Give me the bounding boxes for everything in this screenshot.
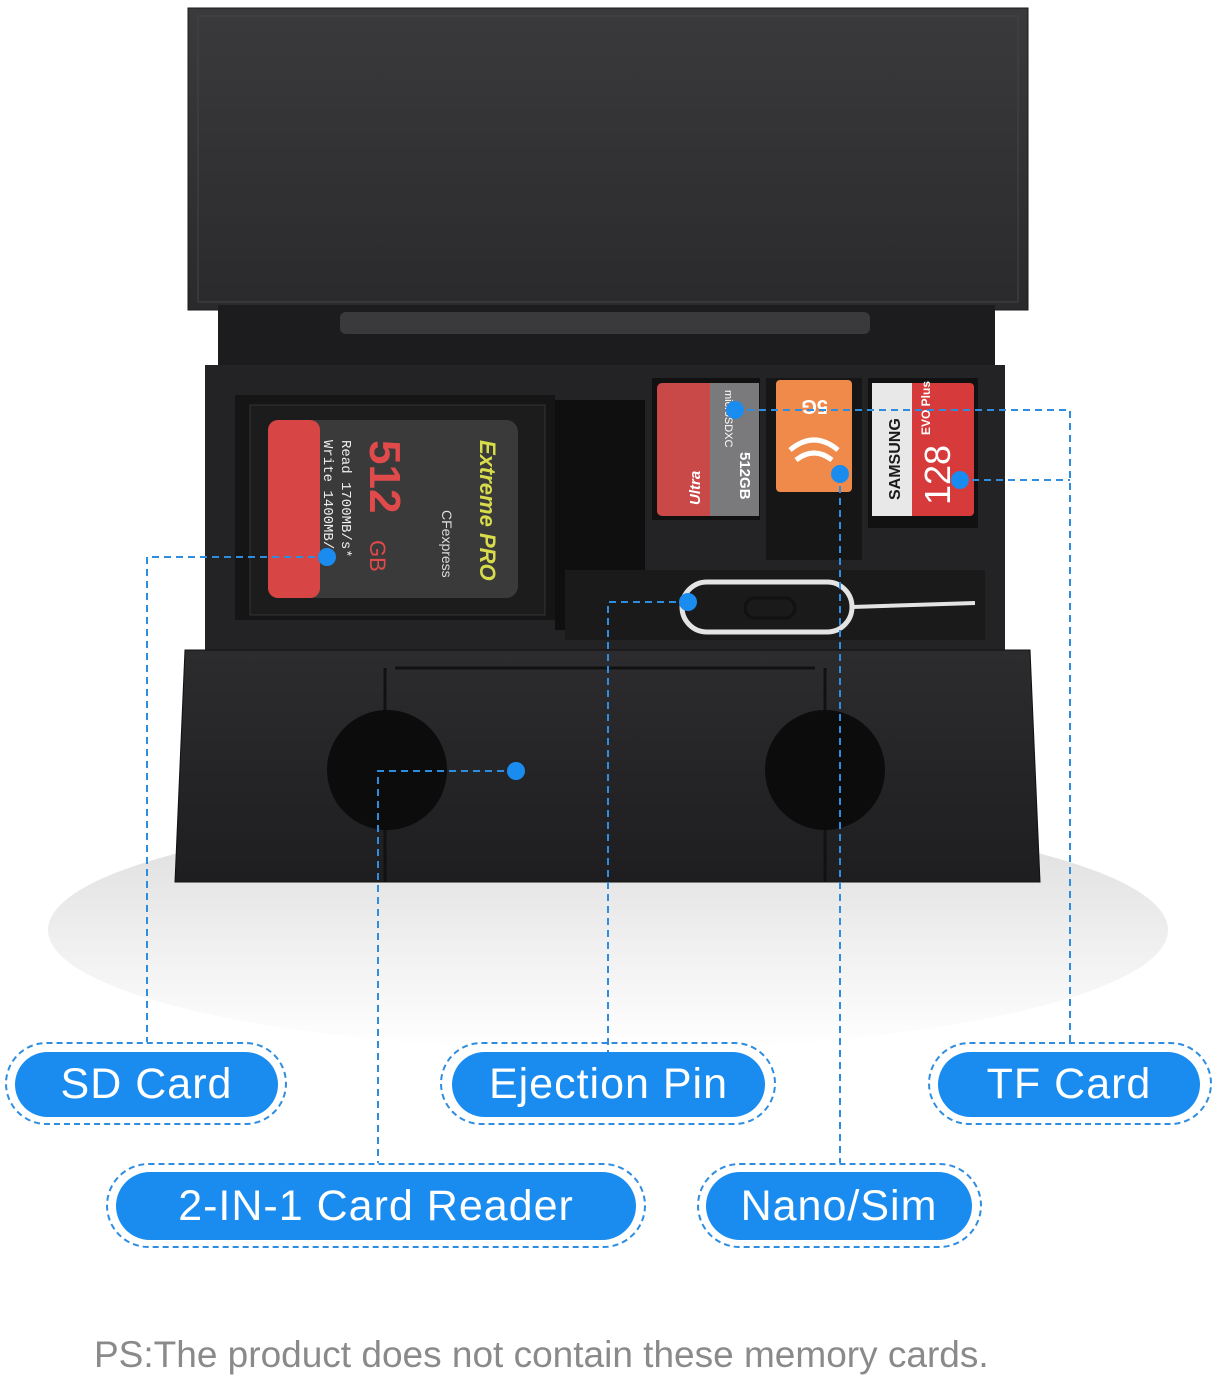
micro2-brand-text: SAMSUNG — [887, 418, 904, 500]
sim-card: 5G — [766, 378, 862, 560]
disclaimer-note: PS:The product does not contain these me… — [94, 1334, 989, 1375]
micro2-line-text: EVO Plus — [919, 381, 933, 435]
micro-sd-card-evo: SAMSUNG 128 EVO Plus — [868, 378, 978, 528]
usb-port-left — [327, 710, 447, 830]
callout-dots — [318, 401, 969, 780]
nano-sim-label-border — [697, 1163, 982, 1248]
case-lid — [187, 7, 1029, 311]
sd-unit-text: GB — [365, 540, 390, 572]
sd-read-text: Read 1700MB/s* — [337, 440, 353, 558]
card-reader-label-border — [106, 1163, 646, 1248]
ejection-pin-label: Ejection Pin — [452, 1052, 765, 1117]
callout-lines — [146, 409, 1071, 1163]
hinge-bar — [340, 312, 870, 334]
sd-brand-text: Extreme PRO — [475, 440, 500, 581]
micro1-capacity-text: 512GB — [736, 452, 753, 500]
micro-sd-card-ultra: Ultra microSDXC 512GB — [652, 378, 760, 520]
micro1-type-text: microSDXC — [722, 390, 734, 448]
micro1-line-text: Ultra — [687, 471, 704, 505]
ejection-pin — [565, 570, 985, 640]
tf-card-label-border — [928, 1042, 1212, 1125]
usb-port-right — [765, 710, 885, 830]
sd-card-label: SD Card — [15, 1052, 278, 1117]
sd-card: 512 GB Read 1700MB/s* Write 1400MB/s* Ex… — [249, 404, 546, 616]
nano-sim-label: Nano/Sim — [706, 1172, 972, 1240]
sd-card-label-border — [5, 1042, 287, 1125]
ejection-pin-label-border — [440, 1042, 776, 1125]
sd-write-text: Write 1400MB/s* — [319, 440, 335, 566]
card-reader-label: 2-IN-1 Card Reader — [116, 1172, 636, 1240]
tf-card-label: TF Card — [938, 1052, 1200, 1117]
sd-capacity-text: 512 — [360, 440, 409, 513]
sd-type-text: CFexpress — [439, 510, 455, 578]
micro2-capacity-text: 128 — [917, 445, 958, 505]
lid-edge — [197, 15, 1019, 303]
sim-label-text: 5G — [801, 395, 828, 417]
